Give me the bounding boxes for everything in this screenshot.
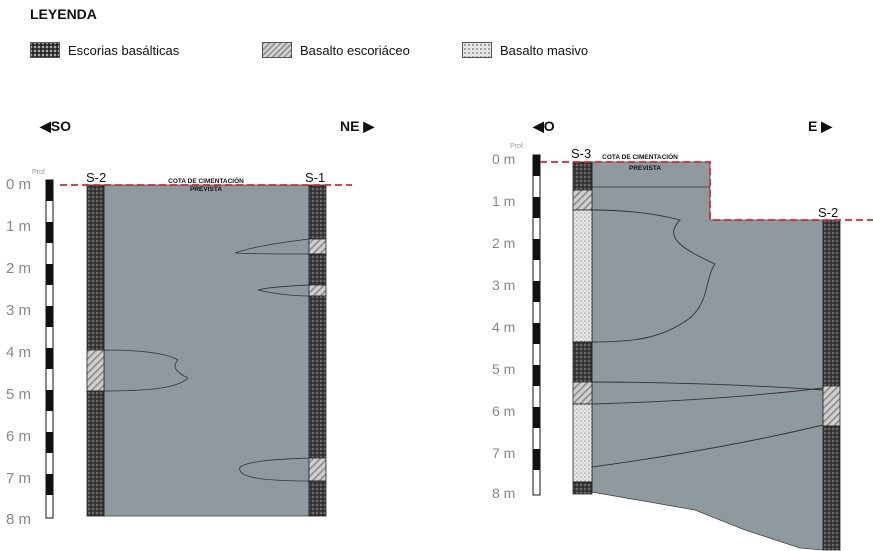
borehole-s2-right-escorias-top: [822, 219, 841, 387]
borehole-label-s1: S-1: [305, 170, 325, 185]
depth-label: 4 m: [492, 319, 515, 335]
basalto-masivo-swatch: [462, 42, 492, 58]
foundation-label-left-line1: COTA DE CIMENTACIÓN: [168, 176, 244, 185]
legend-label-escorias: Escorias basálticas: [68, 42, 180, 58]
borehole-s3-escoriaceo-2: [572, 381, 593, 405]
depth-labels-right: 0 m 1 m 2 m 3 m 4 m 5 m 6 m 7 m 8 m: [492, 151, 515, 501]
borehole-s1-escoriaceo-2: [308, 284, 327, 297]
borehole-label-s2-right: S-2: [818, 205, 838, 220]
lens-escoriaceo-left: [103, 349, 189, 392]
depth-header-left: Prof.: [32, 169, 47, 176]
depth-label: 2 m: [492, 235, 515, 251]
borehole-s2-right-escorias-bottom: [822, 425, 841, 551]
escorias-swatch: [30, 42, 60, 58]
borehole-s3-escorias-bottom: [572, 481, 593, 495]
depth-label: 3 m: [6, 302, 31, 319]
borehole-s1-escorias-4: [308, 480, 327, 517]
depth-label: 1 m: [492, 193, 515, 209]
profile-right: Prof. 0 m 1 m 2 m 3 m 4 m 5 m 6 m 7 m 8 …: [492, 143, 873, 551]
borehole-s3-escoriaceo-1: [572, 189, 593, 211]
depth-label: 6 m: [492, 403, 515, 419]
profile-left: Prof. 0 m 1 m 2 m 3 m 4 m 5 m 6 m 7 m 8 …: [6, 169, 352, 528]
depth-label: 8 m: [6, 511, 31, 528]
basalt-body-right: [591, 161, 824, 551]
foundation-label-right-line2: PREVISTA: [629, 165, 661, 172]
borehole-s3-masivo-2: [572, 403, 593, 483]
depth-label: 6 m: [6, 428, 31, 445]
depth-label: 4 m: [6, 344, 31, 361]
borehole-s1-escorias-3: [308, 295, 327, 459]
depth-label: 5 m: [492, 361, 515, 377]
depth-label: 0 m: [6, 176, 31, 193]
depth-labels-left: 0 m 1 m 2 m 3 m 4 m 5 m 6 m 7 m 8 m: [6, 176, 31, 528]
depth-scale-bar-right: [532, 154, 541, 496]
lens-upper-right: [234, 238, 310, 255]
layer-boundary-lower: [591, 424, 824, 468]
layer-boundary-mid: [591, 381, 824, 391]
borehole-s1-escorias-2: [308, 253, 327, 286]
depth-label: 5 m: [6, 386, 31, 403]
legend-item-basalto-masivo: Basalto masivo: [462, 40, 588, 60]
depth-scale-bar-left: [45, 179, 54, 519]
borehole-label-s3: S-3: [571, 146, 591, 161]
depth-label: 1 m: [6, 218, 31, 235]
foundation-label-left-line2: PREVISTA: [190, 186, 222, 193]
borehole-s2-right-escoriaceo: [822, 385, 841, 427]
legend-title: LEYENDA: [30, 6, 97, 22]
borehole-s1-escoriaceo-3: [308, 457, 327, 482]
borehole-s3-escorias-mid: [572, 341, 593, 383]
lens-mid-right: [257, 284, 310, 297]
direction-so: ◀SO: [40, 118, 71, 134]
basalto-escoriaceo-swatch: [262, 42, 292, 58]
layer-boundary-masivo-upper: [591, 209, 716, 343]
legend-label-basalto-escoriaceo: Basalto escoriáceo: [300, 42, 410, 58]
direction-e: E ▶: [808, 118, 832, 134]
borehole-s2-escorias-bottom: [86, 390, 105, 517]
depth-label: 2 m: [6, 260, 31, 277]
depth-label: 8 m: [492, 485, 515, 501]
borehole-s1-escoriaceo-1: [308, 238, 327, 255]
borehole-s2-escoriaceo: [86, 349, 105, 392]
foundation-label-right-line1: COTA DE CIMENTACIÓN: [602, 152, 678, 161]
direction-o: ◀O: [533, 118, 555, 134]
direction-ne: NE ▶: [340, 118, 375, 134]
legend-label-basalto-masivo: Basalto masivo: [500, 42, 589, 58]
borehole-s2-escorias-top: [86, 184, 105, 351]
borehole-s3-masivo-1: [572, 209, 593, 343]
depth-label: 0 m: [492, 151, 515, 167]
depth-label: 3 m: [492, 277, 515, 293]
foundation-line-right: [540, 161, 873, 221]
legend-item-basalto-escoriaceo: Basalto escoriáceo: [262, 40, 410, 60]
borehole-label-s2: S-2: [86, 170, 106, 185]
depth-label: 7 m: [6, 470, 31, 487]
lens-lower-right: [239, 457, 310, 482]
borehole-s3-escorias-top: [572, 161, 593, 191]
layer-boundary-mid2: [591, 387, 824, 405]
depth-header-right: Prof.: [510, 143, 525, 150]
depth-label: 7 m: [492, 445, 515, 461]
borehole-s1-escorias-1: [308, 184, 327, 240]
legend-item-escorias: Escorias basálticas: [30, 40, 179, 60]
